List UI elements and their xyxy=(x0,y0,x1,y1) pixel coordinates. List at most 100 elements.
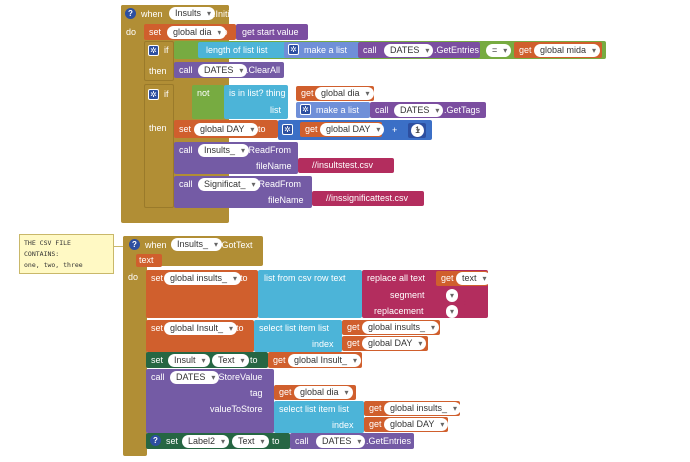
to-keyword: to xyxy=(220,27,228,37)
param-text: text xyxy=(139,255,154,265)
gear-icon[interactable]: ✲ xyxy=(282,124,293,135)
replacement-value[interactable] xyxy=(446,305,458,318)
dates-get-entries-block[interactable]: call DATES .GetEntries xyxy=(358,42,480,58)
number-one-block[interactable]: 1 xyxy=(408,123,426,138)
component-dropdown[interactable]: Insults_ xyxy=(171,238,223,251)
variable-dropdown[interactable]: global dia xyxy=(315,87,374,100)
event-name: .Initialize xyxy=(213,9,249,19)
segment-string-block[interactable] xyxy=(440,288,466,302)
gottext-event-block[interactable]: do xyxy=(123,236,147,456)
filename-text-block-2[interactable]: //inssignificattest.csv xyxy=(312,191,424,206)
filename-text-block-1[interactable]: //insultstest.csv xyxy=(298,158,394,173)
get-global-day-block[interactable]: get global DAY xyxy=(300,122,385,137)
dates-dropdown[interactable]: DATES xyxy=(394,104,444,117)
make-a-list-block[interactable]: ✲ make a list xyxy=(284,42,358,58)
significat-readfrom-block[interactable]: call Significat_ .ReadFrom fileName xyxy=(174,176,312,208)
label2-dropdown[interactable]: Label2 xyxy=(182,435,230,448)
filename-value[interactable]: //inssignificattest.csv xyxy=(326,193,409,203)
variable-dropdown[interactable]: global DAY xyxy=(362,337,427,350)
get-global-insults-block-2[interactable]: get global insults_ xyxy=(364,401,462,416)
variable-dropdown[interactable]: global dia xyxy=(167,26,226,39)
filename-value[interactable]: //insultstest.csv xyxy=(312,160,374,170)
dates-dropdown[interactable]: DATES xyxy=(384,44,434,57)
insults-dropdown[interactable]: Insults_ xyxy=(198,144,250,157)
dates-dropdown[interactable]: DATES xyxy=(316,435,366,448)
variable-dropdown[interactable]: global Insult_ xyxy=(288,354,362,367)
set-global-insult-block[interactable]: set global Insult_ to xyxy=(146,320,254,352)
get-keyword: get xyxy=(279,387,292,397)
is-in-list-label: is in list? thing xyxy=(229,88,286,98)
variable-dropdown[interactable]: global DAY xyxy=(194,123,259,136)
param-text-block[interactable]: text xyxy=(136,254,162,267)
call-keyword: call xyxy=(179,145,193,155)
help-icon[interactable]: ? xyxy=(129,239,140,250)
replacement-string-block[interactable] xyxy=(440,304,466,318)
dates-clear-all-block[interactable]: call DATES .ClearAll xyxy=(174,62,284,78)
select-list-item-block-2[interactable]: select list item list index xyxy=(274,401,364,433)
property-dropdown[interactable]: Text xyxy=(232,435,269,448)
set-global-dia-block[interactable]: set global dia to xyxy=(144,24,236,40)
get-global-day-block-2[interactable]: get global DAY xyxy=(342,336,428,351)
variable-dropdown[interactable]: global mida xyxy=(534,44,601,57)
get-global-mida-block[interactable]: get global mida xyxy=(514,42,602,58)
gear-icon[interactable]: ✲ xyxy=(148,89,159,100)
variable-dropdown[interactable]: global insults_ xyxy=(384,402,462,415)
dates-get-entries-block-2[interactable]: call DATES .GetEntries xyxy=(290,433,414,449)
readfrom-label: .ReadFrom xyxy=(256,179,302,189)
equals-dropdown[interactable]: = xyxy=(486,44,512,57)
then-keyword: then xyxy=(149,123,167,133)
get-global-insults-block[interactable]: get global insults_ xyxy=(342,320,440,335)
variable-dropdown[interactable]: global insults_ xyxy=(362,321,440,334)
get-keyword: get xyxy=(519,45,532,55)
gear-icon[interactable]: ✲ xyxy=(288,44,299,55)
list-keyword: list xyxy=(270,105,281,115)
select-list-item-label: select list item list xyxy=(259,323,330,333)
gear-icon[interactable]: ✲ xyxy=(300,104,311,115)
if-block-1[interactable]: ✲ if then xyxy=(144,41,174,81)
insults-readfrom-block[interactable]: call Insults_ .ReadFrom fileName xyxy=(174,142,298,174)
segment-value[interactable] xyxy=(446,289,458,302)
get-global-dia-block[interactable]: get global dia xyxy=(296,86,374,101)
property-dropdown[interactable]: Text xyxy=(212,354,249,367)
variable-dropdown[interactable]: global insults_ xyxy=(164,272,242,285)
to-keyword: to xyxy=(236,323,244,333)
variable-dropdown[interactable]: global Insult_ xyxy=(164,322,238,335)
variable-dropdown[interactable]: global DAY xyxy=(320,123,385,136)
initialize-event-header-text: ? when Insults .Initialize xyxy=(121,5,248,23)
get-start-value-block[interactable]: get start value xyxy=(236,24,308,40)
get-global-day-block-3[interactable]: get global DAY xyxy=(364,417,449,432)
dates-get-tags-block[interactable]: call DATES .GetTags xyxy=(370,102,486,118)
call-keyword: call xyxy=(363,45,377,55)
get-text-block[interactable]: get text xyxy=(436,271,491,286)
set-global-insults-block[interactable]: set global insults_ to xyxy=(146,270,258,318)
significat-dropdown[interactable]: Significat_ xyxy=(198,178,260,191)
dates-store-value-block[interactable]: call DATES .StoreValue tag valueToStore xyxy=(146,369,274,433)
get-global-insult-block[interactable]: get global Insult_ xyxy=(268,352,362,368)
dates-dropdown[interactable]: DATES xyxy=(198,64,248,77)
comment-bubble[interactable]: THE CSV FILE CONTAINS: one, two, three xyxy=(19,234,114,274)
not-block[interactable]: not xyxy=(192,85,224,119)
variable-dropdown[interactable]: global DAY xyxy=(384,418,449,431)
set-label2-text-block[interactable]: ? set Label2 Text to xyxy=(146,433,290,449)
list-from-csv-row-block[interactable]: list from csv row text xyxy=(258,270,362,318)
component-dropdown[interactable]: Insults xyxy=(169,7,216,20)
get-keyword: get xyxy=(441,273,454,283)
call-keyword: call xyxy=(179,179,193,189)
replacement-label: replacement xyxy=(374,306,424,316)
select-list-item-block[interactable]: select list item list index xyxy=(254,320,342,352)
help-icon[interactable]: ? xyxy=(150,435,161,446)
get-keyword: get xyxy=(305,124,318,134)
variable-dropdown[interactable]: global dia xyxy=(294,386,353,399)
gear-icon[interactable]: ✲ xyxy=(148,45,159,56)
make-a-list-block-2[interactable]: ✲ make a list xyxy=(296,102,370,118)
get-global-dia-block-2[interactable]: get global dia xyxy=(274,385,356,400)
is-in-list-block[interactable]: is in list? thing list xyxy=(224,85,288,119)
insult-dropdown[interactable]: Insult xyxy=(168,354,210,367)
help-icon[interactable]: ? xyxy=(125,8,136,19)
set-global-day-block[interactable]: set global DAY to xyxy=(174,120,278,138)
if-block-2[interactable]: ✲ if then xyxy=(144,84,174,208)
set-insult-text-block[interactable]: set Insult Text to xyxy=(146,352,268,368)
dates-dropdown[interactable]: DATES xyxy=(170,371,220,384)
variable-dropdown[interactable]: text xyxy=(456,272,491,285)
number-field[interactable]: 1 xyxy=(411,124,425,137)
